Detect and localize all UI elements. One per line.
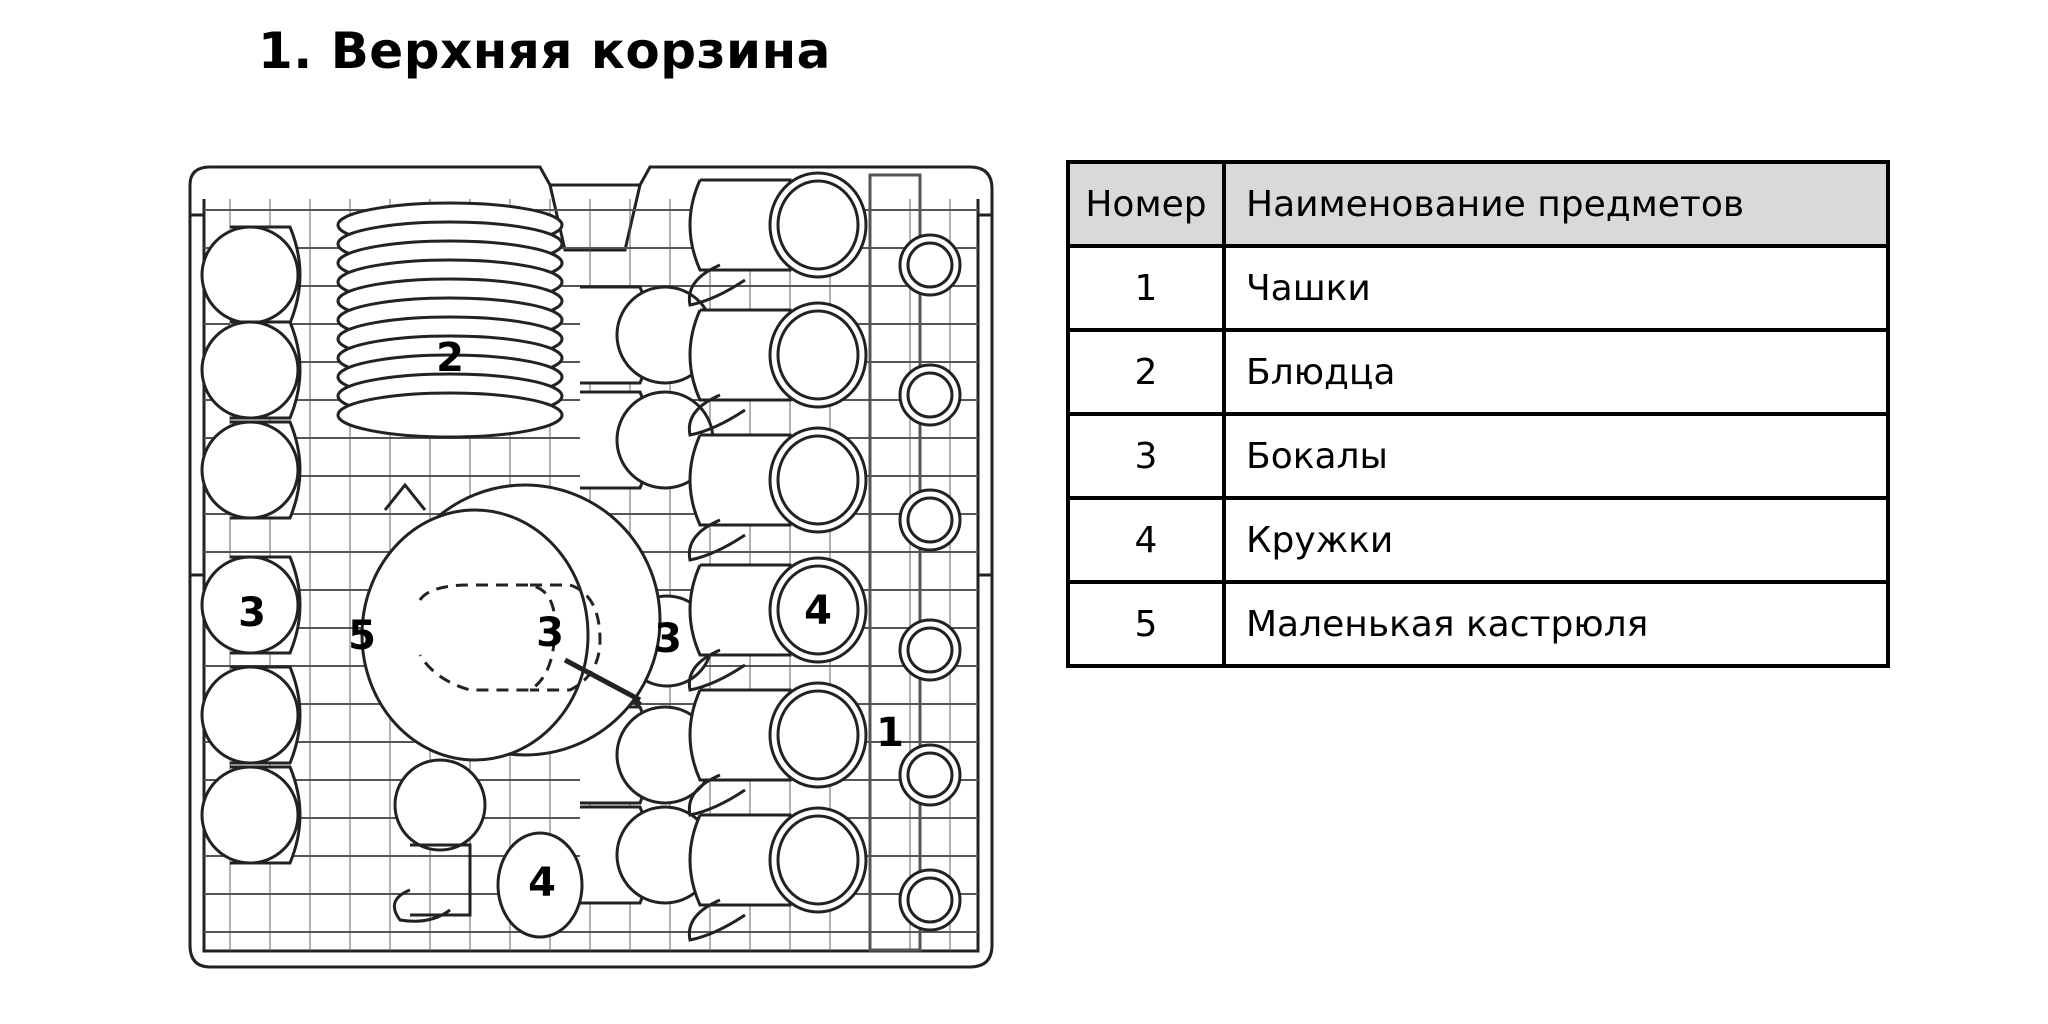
legend-row-number: 5 bbox=[1066, 580, 1226, 668]
upper-basket-diagram: 2 3 5 3 3 4 1 4 bbox=[188, 165, 994, 969]
saucer bbox=[336, 391, 564, 439]
table-row: 1 Чашки bbox=[1066, 244, 1890, 332]
cup-on-shelf-inner bbox=[906, 751, 954, 799]
legend-table: Номер Наименование предметов 1 Чашки 2 Б… bbox=[1066, 160, 1890, 668]
cup-shelf-rail bbox=[868, 173, 922, 952]
mug-handle bbox=[687, 898, 746, 942]
label-saucers: 2 bbox=[436, 335, 464, 381]
glasses-left-column bbox=[200, 225, 302, 865]
table-row: 2 Блюдца bbox=[1066, 328, 1890, 416]
cup-on-shelf-inner bbox=[906, 496, 954, 544]
glass bbox=[200, 420, 300, 520]
saucers-stack bbox=[336, 201, 564, 439]
mug-body bbox=[688, 563, 792, 657]
figure-labels: 2 3 5 3 3 4 1 4 bbox=[238, 335, 904, 906]
mug-handle bbox=[687, 263, 746, 307]
cup-on-shelf-inner bbox=[906, 626, 954, 674]
mug-handle bbox=[687, 393, 746, 437]
mug-rim-inner bbox=[776, 309, 860, 401]
mug-rim-inner bbox=[776, 179, 860, 271]
glass bbox=[200, 665, 300, 765]
label-saucepan: 5 bbox=[348, 613, 376, 659]
mug-rim-inner bbox=[776, 434, 860, 526]
cup-on-shelf-inner bbox=[906, 876, 954, 924]
mug-body bbox=[688, 813, 792, 907]
table-row: 5 Маленькая кастрюля bbox=[1066, 580, 1890, 668]
glass bbox=[200, 555, 300, 655]
mug-handle bbox=[687, 518, 746, 562]
cups-right-column bbox=[687, 171, 962, 942]
label-cups: 1 bbox=[876, 710, 904, 756]
glass bbox=[200, 765, 300, 865]
mug-body bbox=[688, 178, 792, 272]
legend-row-number: 4 bbox=[1066, 496, 1226, 584]
legend-row-number: 1 bbox=[1066, 244, 1226, 332]
cup-on-shelf-inner bbox=[906, 241, 954, 289]
legend-row-name: Кружки bbox=[1222, 496, 1890, 584]
glass bbox=[200, 225, 300, 325]
legend-row-number: 2 bbox=[1066, 328, 1226, 416]
label-glasses-in-pan: 3 bbox=[536, 610, 564, 656]
legend-row-name: Чашки bbox=[1222, 244, 1890, 332]
mug-handle bbox=[687, 648, 746, 692]
mug-body bbox=[688, 433, 792, 527]
mug-rim-inner bbox=[776, 689, 860, 781]
label-mugs-bottom: 4 bbox=[528, 860, 556, 906]
table-row: 4 Кружки bbox=[1066, 496, 1890, 584]
legend-row-name: Блюдца bbox=[1222, 328, 1890, 416]
basket-frame bbox=[188, 165, 994, 969]
legend-row-name: Маленькая кастрюля bbox=[1222, 580, 1890, 668]
label-mugs-right: 4 bbox=[804, 588, 832, 634]
label-glasses-left: 3 bbox=[238, 590, 266, 636]
basket-front-notch bbox=[548, 184, 642, 252]
table-row: 3 Бокалы bbox=[1066, 412, 1890, 500]
mug-body bbox=[688, 688, 792, 782]
legend-header-row: Номер Наименование предметов bbox=[1066, 160, 1890, 248]
mug-handle bbox=[687, 773, 746, 817]
glass bbox=[200, 320, 300, 420]
label-glasses-middle: 3 bbox=[654, 616, 682, 662]
legend-row-number: 3 bbox=[1066, 412, 1226, 500]
page-title: 1. Верхняя корзина bbox=[258, 22, 831, 80]
bottom-left-items bbox=[392, 758, 584, 939]
mug-rim-inner bbox=[776, 564, 860, 656]
legend-header-name: Наименование предметов bbox=[1222, 160, 1890, 248]
cup-on-shelf-inner bbox=[906, 371, 954, 419]
mug-rim-inner bbox=[776, 814, 860, 906]
legend-row-name: Бокалы bbox=[1222, 412, 1890, 500]
legend-header-number: Номер bbox=[1066, 160, 1226, 248]
saucepan bbox=[360, 482, 662, 762]
mug-body bbox=[688, 308, 792, 402]
